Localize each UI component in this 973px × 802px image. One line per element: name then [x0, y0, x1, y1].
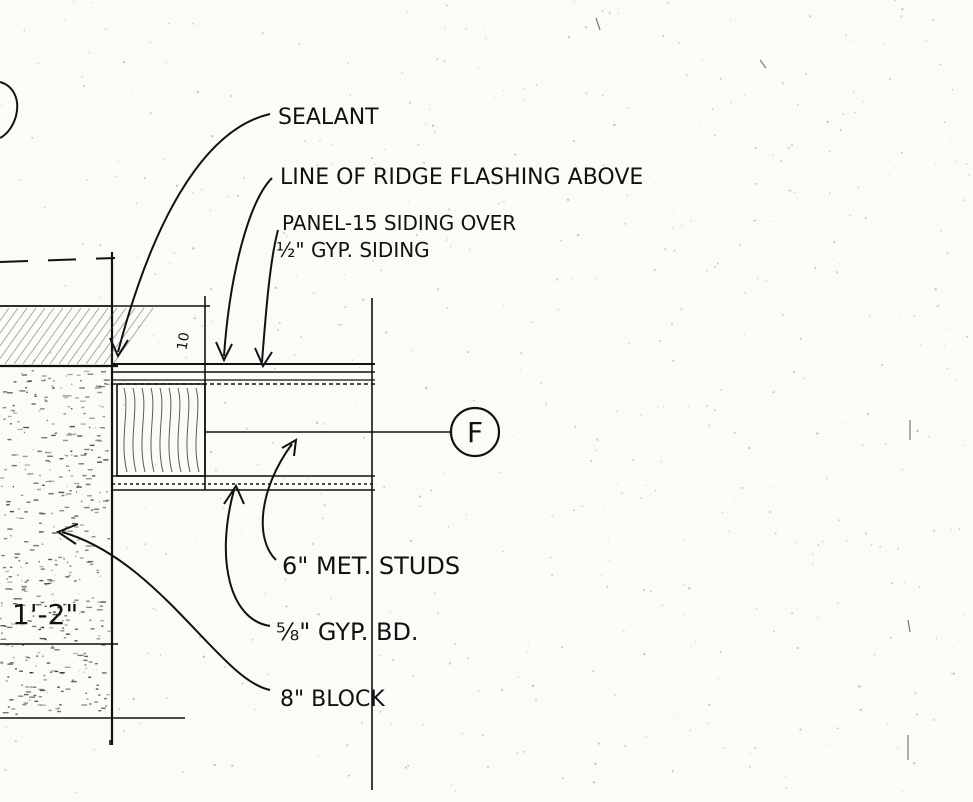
- small-dimension-text: 10: [174, 331, 193, 351]
- leader-lines: [55, 113, 298, 691]
- block-lines: [0, 643, 185, 719]
- grid-bubble-label: F: [467, 416, 483, 449]
- label-block: 8" BLOCK: [280, 687, 385, 712]
- label-gyp-bd: ⅝" GYP. BD.: [276, 618, 419, 646]
- label-panel-siding-2: ½" GYP. SIDING: [276, 238, 430, 262]
- label-sealant: SEALANT: [278, 105, 379, 130]
- label-panel-siding-1: PANEL-15 SIDING OVER: [282, 211, 516, 235]
- dashed-line-top: [0, 257, 116, 263]
- block-cap-hatch: [0, 305, 154, 368]
- wood-blocking: [116, 383, 206, 477]
- margin-marks: [595, 17, 911, 760]
- wall-assembly-outline: [109, 296, 450, 790]
- label-met-studs: 6" MET. STUDS: [282, 552, 460, 580]
- block-stipple: [0, 370, 112, 715]
- label-ridge-flashing: LINE OF RIDGE FLASHING ABOVE: [280, 165, 643, 190]
- partial-detail-bubble: [0, 81, 19, 139]
- annotations: SEALANT LINE OF RIDGE FLASHING ABOVE PAN…: [12, 105, 643, 712]
- grid-bubble: F: [449, 406, 501, 458]
- label-dimension: 1'-2": [12, 598, 78, 631]
